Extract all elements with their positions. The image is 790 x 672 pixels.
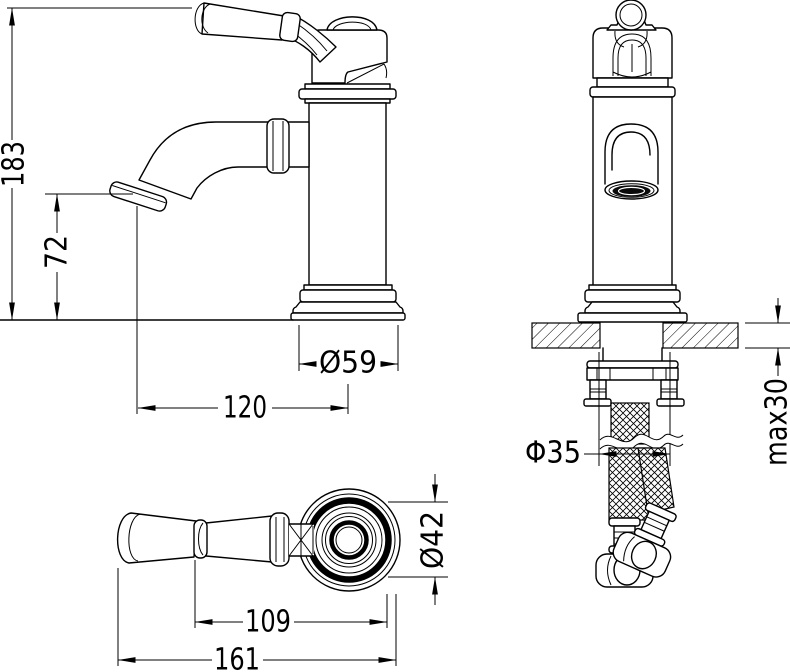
front-base-ring-2 xyxy=(584,289,681,303)
side-dome-cap xyxy=(326,16,378,31)
side-spout-collar-lines xyxy=(272,121,284,171)
side-view: 183 72 Ø59 120 xyxy=(0,2,406,426)
front-handle-ring-inner xyxy=(619,3,643,27)
side-body xyxy=(308,102,387,286)
side-lever-collar xyxy=(279,11,301,43)
dim-handle-to-center: 109 xyxy=(194,560,388,640)
side-lever-rod xyxy=(201,2,285,41)
front-head-arch xyxy=(612,33,652,78)
dim-body-diameter: Ø42 xyxy=(388,474,451,605)
top-lever-collar-lines xyxy=(275,517,285,562)
top-cone-ring xyxy=(193,519,208,559)
side-spout-collar xyxy=(266,118,290,174)
countertop-right xyxy=(662,322,739,349)
dim-spout-height: 72 xyxy=(40,193,133,321)
top-cone-ring-line xyxy=(198,522,204,556)
front-washer xyxy=(586,360,679,369)
side-neck-ring-1 xyxy=(304,83,391,90)
front-spout-rim-inner xyxy=(608,183,655,198)
dim-overall-length-label: 161 xyxy=(214,643,260,672)
front-base-plate xyxy=(577,312,688,323)
top-view: Ø42 109 161 xyxy=(116,474,451,672)
dim-hole-ext-lines xyxy=(598,352,671,466)
front-spout-arch xyxy=(604,123,659,185)
dim-spout-height-label: 72 xyxy=(40,235,75,269)
side-spout-flange xyxy=(109,181,168,212)
dim-spout-reach: 120 xyxy=(137,384,349,426)
top-knob-cap-line xyxy=(128,513,141,562)
front-aerator-detail xyxy=(617,186,646,196)
dim-body-diameter-label: Ø42 xyxy=(416,511,451,569)
side-base-ring-2 xyxy=(299,289,397,303)
dim-deck-thickness: max30 xyxy=(745,298,790,466)
top-cone xyxy=(205,515,273,563)
top-lever-collar xyxy=(269,512,290,567)
side-dome-inner xyxy=(332,21,372,31)
front-stud-collars xyxy=(590,388,677,393)
hose-right xyxy=(637,447,675,514)
front-pivot-ears xyxy=(614,30,648,48)
top-neck-cross xyxy=(288,523,314,557)
dim-deck-thickness-label: max30 xyxy=(760,378,790,466)
hose-right-fitting xyxy=(612,502,677,578)
top-ring-3 xyxy=(325,516,373,564)
dim-base-diameter-label: Ø59 xyxy=(319,346,377,381)
front-neck-ring-2 xyxy=(589,86,676,98)
dim-total-height-label: 183 xyxy=(0,141,32,187)
hose-break-mask xyxy=(600,434,683,451)
side-base-flare xyxy=(292,301,404,314)
front-foot-left xyxy=(583,398,612,407)
dim-hole-diameter: Φ35 xyxy=(525,436,671,471)
front-base-flare xyxy=(584,301,681,314)
front-view: Φ35 max30 xyxy=(525,0,790,588)
countertop-left xyxy=(531,322,601,349)
front-base-ring-1 xyxy=(588,284,677,291)
front-shank xyxy=(602,347,663,363)
front-fixing-bracket xyxy=(586,367,679,381)
top-ring-4 xyxy=(329,520,369,560)
front-neck-ring-1 xyxy=(596,77,669,88)
top-ring-1 xyxy=(315,506,383,574)
dim-hole-diameter-label: Φ35 xyxy=(525,436,581,471)
front-bracket-lines xyxy=(596,368,667,380)
side-head-chamfer xyxy=(346,63,388,84)
side-knob-cap xyxy=(194,2,211,35)
dim-spout-reach-label: 120 xyxy=(223,391,267,426)
side-base-plate xyxy=(290,312,406,321)
top-knob xyxy=(116,512,197,564)
top-ring-5 xyxy=(335,526,363,554)
side-neck-ring-2 xyxy=(298,88,397,100)
side-base-ring-1 xyxy=(303,284,393,291)
top-ring-2 xyxy=(321,512,377,568)
dim-handle-to-center-label: 109 xyxy=(245,605,291,640)
dim-overall-length: 161 xyxy=(117,568,397,672)
dim-base-diameter: Ø59 xyxy=(298,325,399,381)
dim-total-height: 183 xyxy=(0,7,192,321)
